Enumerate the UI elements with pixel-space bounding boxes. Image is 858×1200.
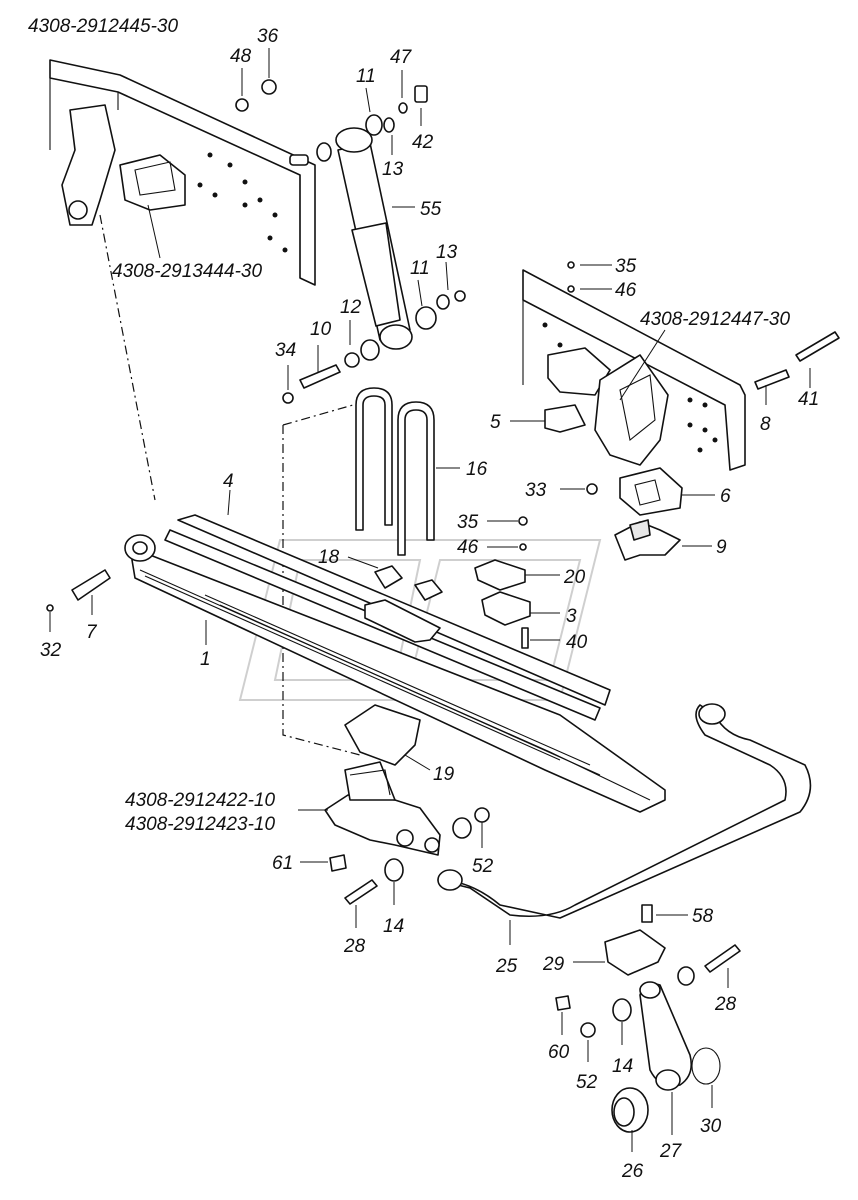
nut-52-bottom <box>580 1022 596 1038</box>
nut-61 <box>329 854 347 872</box>
pad-18-a <box>374 565 403 589</box>
callout-30: 30 <box>700 1116 722 1137</box>
callout-7: 7 <box>86 622 98 643</box>
clamp-29 <box>604 929 666 976</box>
callout-11-top: 11 <box>356 66 376 87</box>
callout-52-top: 52 <box>472 856 494 877</box>
callout-12: 12 <box>340 297 362 318</box>
bushing-14-bottom <box>612 998 632 1022</box>
pin-28-right <box>704 944 741 973</box>
frame-left-section <box>49 59 316 286</box>
callout-46-top: 46 <box>615 280 637 301</box>
pin-28-left <box>344 879 378 905</box>
callout-46-mid: 46 <box>457 537 479 558</box>
leaf-spring-pack <box>124 514 666 813</box>
callout-16: 16 <box>466 459 488 480</box>
callout-20: 20 <box>563 567 586 588</box>
callout-4: 4 <box>223 471 234 492</box>
callout-35-mid: 35 <box>457 512 479 533</box>
nut-60 <box>555 995 571 1011</box>
slider-block-6 <box>619 467 683 516</box>
assembly-guide-3 <box>282 404 354 426</box>
callout-10: 10 <box>310 319 332 340</box>
pin-8 <box>754 369 790 390</box>
frame-right-section <box>522 269 746 471</box>
callout-42: 42 <box>412 132 434 153</box>
callout-29: 29 <box>542 954 565 975</box>
stabilizer-bar <box>437 703 812 919</box>
block-3 <box>481 591 531 626</box>
callout-27: 27 <box>659 1141 683 1162</box>
callout-9: 9 <box>716 537 727 558</box>
callout-40: 40 <box>566 632 588 653</box>
callout-28-left: 28 <box>343 936 366 957</box>
bolt-41 <box>795 331 840 362</box>
callout-36: 36 <box>257 26 279 47</box>
callout-18: 18 <box>318 547 340 568</box>
part-number-frame-left: 4308-2912445-30 <box>28 16 178 37</box>
bushing-26 <box>611 1087 649 1133</box>
part-number-frame-right: 4308-2912447-30 <box>640 309 790 330</box>
callout-26: 26 <box>621 1161 644 1182</box>
shock-top-hardware <box>235 79 428 136</box>
callout-14-left: 14 <box>383 916 404 937</box>
pad-18-b <box>414 579 443 601</box>
callout-8: 8 <box>760 414 771 435</box>
callout-52-bottom: 52 <box>576 1072 598 1093</box>
callout-19: 19 <box>433 764 455 785</box>
nut-52-top <box>474 807 490 823</box>
callout-32: 32 <box>40 640 62 661</box>
callout-47: 47 <box>390 47 413 68</box>
callout-58: 58 <box>692 906 714 927</box>
callout-41: 41 <box>798 389 819 410</box>
shock-absorber <box>289 127 413 350</box>
pad-5 <box>544 404 586 433</box>
bolt-40 <box>521 627 529 649</box>
part-number-bracket-left: 4308-2913444-30 <box>112 261 262 282</box>
callout-60: 60 <box>548 1042 570 1063</box>
callout-28-right: 28 <box>714 994 737 1015</box>
snap-ring-30 <box>691 1047 721 1085</box>
rear-bracket <box>324 761 441 856</box>
bolt-58 <box>641 904 653 923</box>
callout-48: 48 <box>230 46 252 67</box>
callout-35-top: 35 <box>615 256 637 277</box>
assembly-guide-2 <box>282 425 361 756</box>
part-number-rear-bracket-1: 4308-2912422-10 <box>125 790 275 811</box>
callout-13-bottom: 13 <box>436 242 458 263</box>
callout-11-bottom: 11 <box>410 258 430 279</box>
pad-19 <box>344 704 421 766</box>
callout-55: 55 <box>420 199 442 220</box>
slider-pad-9 <box>614 519 681 561</box>
plate-20 <box>474 559 526 591</box>
callout-61: 61 <box>272 853 293 874</box>
spring-pin-7 <box>71 569 111 601</box>
shock-bottom-hardware <box>282 290 466 404</box>
callout-13-top: 13 <box>382 159 404 180</box>
callout-25: 25 <box>495 956 518 977</box>
bushing-52-top <box>452 817 472 839</box>
callout-34: 34 <box>275 340 296 361</box>
bushing-right <box>677 966 695 986</box>
callout-3: 3 <box>566 606 577 627</box>
u-bolts <box>355 387 435 556</box>
callout-6: 6 <box>720 486 731 507</box>
callout-14-right: 14 <box>612 1056 633 1077</box>
callout-5: 5 <box>490 412 501 433</box>
link-27 <box>639 981 693 1091</box>
part-number-rear-bracket-2: 4308-2912423-10 <box>125 814 275 835</box>
bushing-14-left <box>384 858 404 882</box>
callout-33: 33 <box>525 480 547 501</box>
callout-1: 1 <box>200 649 211 670</box>
assembly-guide-1 <box>99 214 156 501</box>
